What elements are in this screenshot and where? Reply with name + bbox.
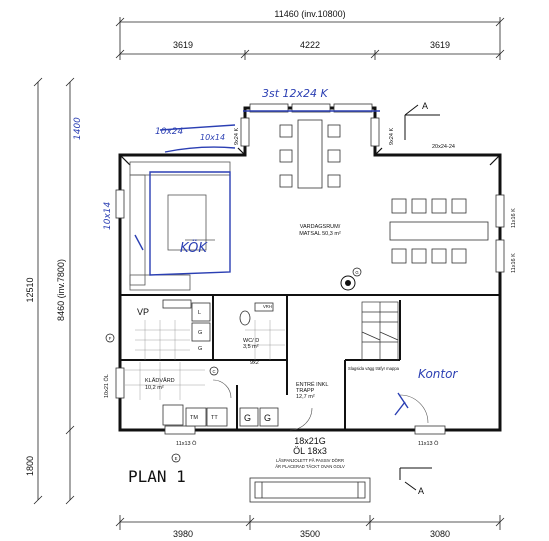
hand-k1: 10x24	[155, 127, 184, 137]
dim-left-total: 12510	[25, 277, 35, 302]
section-a-bottom: A	[418, 486, 424, 496]
hand-kitchen: KÖK	[180, 239, 208, 256]
section-mark-top	[404, 104, 440, 140]
hand-k2: 10x14	[200, 133, 225, 142]
g-marker	[352, 267, 362, 277]
entrance-line-3: LÅSPANJOLETT PÅ PASSIV DÖRR	[276, 458, 344, 463]
fireplace-core	[345, 280, 351, 286]
bay-windows	[240, 103, 380, 147]
fireplace	[340, 275, 356, 291]
hand-top: 3st 12x24 K	[262, 87, 329, 100]
size-9x2: 9x2	[250, 360, 259, 366]
section-mark-bottom	[399, 467, 432, 491]
marker-f	[105, 333, 115, 343]
marker-e	[171, 453, 181, 463]
staircase	[361, 301, 399, 361]
stair-note: Slagsida vägg träfyr mappa	[348, 366, 400, 371]
door-swings	[212, 379, 429, 431]
tm-label: TM	[190, 415, 198, 421]
g-box-label-2: G	[198, 346, 202, 352]
marker-c-label: C	[212, 369, 215, 374]
dining-table	[389, 198, 489, 264]
wc-fixtures	[162, 299, 274, 342]
window-right-2: 11x16 K	[511, 253, 517, 273]
tt-label: TT	[211, 415, 218, 421]
g-marker-label: G	[355, 270, 358, 275]
g-box-label: G	[198, 330, 202, 336]
window-right-1: 11x16 K	[511, 208, 517, 228]
wc-label-1: WC/ D	[243, 338, 259, 344]
entry-label-3: 12,7 m²	[296, 394, 315, 400]
bay-table	[279, 119, 341, 189]
window-bottom-right: 11x13 Ö	[418, 440, 439, 447]
window-top-left: 9x24 K	[234, 128, 240, 145]
g2-label: G	[264, 413, 271, 423]
side-windows	[115, 189, 505, 435]
window-top-right: 9x24 K	[389, 128, 395, 145]
left-dimensions	[33, 77, 75, 505]
dim-bottom-left: 3980	[173, 529, 193, 539]
marker-e-label: E	[175, 456, 178, 461]
living-label-2: MATSAL 50,3 m²	[299, 231, 341, 237]
dim-bottom-right: 3080	[430, 529, 450, 539]
dim-left-inner: 8460 (inv.7800)	[56, 259, 66, 321]
l-label: L	[198, 310, 201, 316]
entry-label-1: ENTRÉ INKL	[296, 381, 328, 388]
kitchen-fixtures	[129, 161, 231, 291]
window-bottom-left: 11x13 Ö	[176, 440, 197, 447]
living-label-1: VARDAGSRUM/	[300, 224, 341, 230]
wardrobe-label-1: KLÄDVÅRD	[145, 377, 175, 384]
entrance-line-2: ÖL 18x3	[293, 446, 327, 456]
marker-c	[209, 366, 219, 376]
hand-right: Kontor	[418, 367, 458, 381]
marker-f-label: F	[109, 336, 112, 341]
bottom-dimensions	[115, 515, 505, 530]
g1-label: G	[244, 413, 251, 423]
window-left: 10x21 ÖL	[103, 374, 110, 398]
tile-grid	[125, 320, 285, 400]
hand-left-vertical: 1400	[73, 117, 83, 140]
dim-top-left: 3619	[173, 40, 193, 50]
vrh-label: VRH	[263, 304, 272, 309]
dim-left-bottom: 1800	[25, 456, 35, 476]
dim-top-mid: 4222	[300, 40, 320, 50]
section-a-top: A	[422, 101, 428, 111]
handwritten-marks	[134, 110, 409, 416]
wardrobe-label-2: 10,2 m²	[145, 385, 164, 391]
entry-label-2: TRAPP	[296, 388, 315, 394]
wc-label-2: 3,5 m²	[243, 344, 259, 350]
bay-corners	[119, 147, 501, 166]
plan-label: PLAN 1	[128, 467, 186, 486]
utility-boxes	[162, 404, 279, 427]
dim-top-right: 3619	[430, 40, 450, 50]
door-size: 20x24-24	[432, 144, 455, 150]
dim-bottom-mid: 3500	[300, 529, 320, 539]
entrance-line-1: 18x21G	[294, 436, 326, 446]
entrance-steps	[249, 477, 371, 503]
vp-label: VP	[137, 307, 149, 317]
top-dimensions	[115, 17, 505, 60]
entrance-line-4: ÄR PLACERAD TÄCKT OVAN GOLV	[275, 464, 345, 469]
hand-left-window: 10x14	[103, 201, 113, 230]
dim-top-total: 11460 (inv.10800)	[274, 9, 345, 19]
